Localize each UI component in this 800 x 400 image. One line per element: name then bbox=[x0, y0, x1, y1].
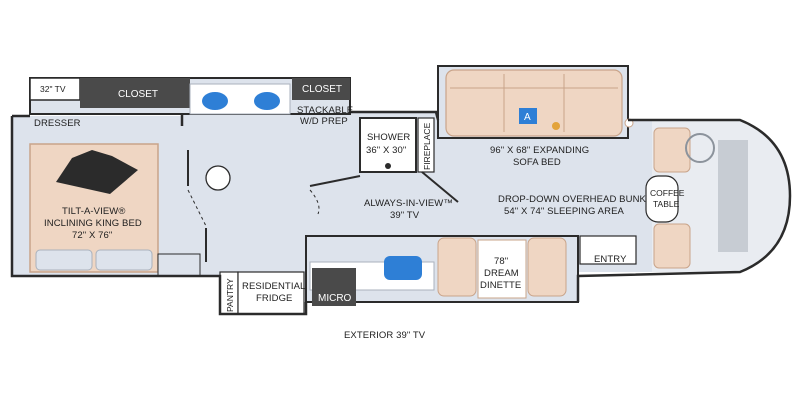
dinette-right-bench bbox=[527, 237, 567, 297]
label-stackable: STACKABLE bbox=[297, 105, 353, 116]
label-pantry: PANTRY bbox=[225, 278, 235, 312]
driver-seat bbox=[653, 127, 691, 173]
bed-incline-icon bbox=[56, 150, 138, 194]
sofa-bed bbox=[445, 69, 623, 137]
label-closet-left: CLOSET bbox=[118, 89, 158, 100]
steering-wheel-icon bbox=[685, 133, 715, 163]
label-bunk: DROP-DOWN OVERHEAD BUNK bbox=[498, 194, 647, 205]
label-shower-size: 36" X 30" bbox=[366, 145, 406, 156]
label-dresser: DRESSER bbox=[34, 118, 81, 129]
label-tv-32: 32" TV bbox=[40, 84, 66, 94]
sofa-badge-box bbox=[519, 108, 537, 124]
sink-right bbox=[254, 92, 280, 110]
label-sofa-size: 96" X 68" EXPANDING bbox=[490, 145, 589, 156]
label-aiv-tv: ALWAYS-IN-VIEW™ bbox=[364, 198, 453, 209]
label-shower: SHOWER bbox=[367, 132, 410, 143]
entry-step bbox=[579, 235, 637, 265]
fireplace-box bbox=[417, 117, 435, 173]
kitchen-sink bbox=[384, 256, 422, 280]
bedroom-wardrobe bbox=[157, 253, 201, 277]
label-sofa-bed: SOFA BED bbox=[513, 157, 561, 168]
label-exterior-tv: EXTERIOR 39" TV bbox=[344, 330, 426, 341]
label-wd-prep: W/D PREP bbox=[300, 116, 348, 127]
toilet-icon bbox=[205, 165, 231, 191]
label-coffee: COFFEE bbox=[650, 188, 685, 198]
label-dinette-dream: DREAM bbox=[484, 268, 519, 279]
pillow-right bbox=[95, 249, 153, 271]
label-fireplace: FIREPLACE bbox=[422, 122, 432, 170]
dash bbox=[718, 140, 748, 252]
label-closet-right: CLOSET bbox=[302, 84, 342, 95]
shower-drain bbox=[385, 163, 391, 169]
dinette-table bbox=[477, 239, 527, 299]
label-fridge-2: FRIDGE bbox=[256, 293, 293, 304]
label-bed-tilt: TILT-A-VIEW® bbox=[62, 206, 125, 217]
closet-left bbox=[80, 78, 190, 108]
label-sofa-badge: A bbox=[524, 112, 531, 123]
label-entry: ENTRY bbox=[594, 254, 627, 265]
stove-micro bbox=[312, 268, 356, 306]
label-dinette-size: 78" bbox=[494, 256, 508, 267]
label-dinette: DINETTE bbox=[480, 280, 521, 291]
label-bunk-size: 54" X 74" SLEEPING AREA bbox=[504, 206, 625, 217]
label-bed-size: 72" X 76" bbox=[72, 230, 112, 241]
interior-wall-2 bbox=[309, 175, 361, 187]
label-table: TABLE bbox=[653, 199, 680, 209]
exterior-wall bbox=[10, 110, 792, 316]
label-bed-king: INCLINING KING BED bbox=[44, 218, 142, 229]
sink-left bbox=[202, 92, 228, 110]
coffee-table bbox=[645, 175, 679, 223]
dinette-left-bench bbox=[437, 237, 477, 297]
passenger-seat bbox=[653, 223, 691, 269]
door-swing-1 bbox=[187, 189, 207, 227]
label-aiv-size: 39" TV bbox=[390, 210, 420, 221]
pillow-left bbox=[35, 249, 93, 271]
outlet-icon bbox=[552, 122, 560, 130]
interior-wall-3 bbox=[421, 171, 459, 203]
label-micro: MICRO bbox=[318, 293, 352, 304]
label-fridge-1: RESIDENTIAL bbox=[242, 281, 305, 292]
closet-right bbox=[292, 78, 350, 100]
door-swing-2 bbox=[309, 189, 320, 215]
